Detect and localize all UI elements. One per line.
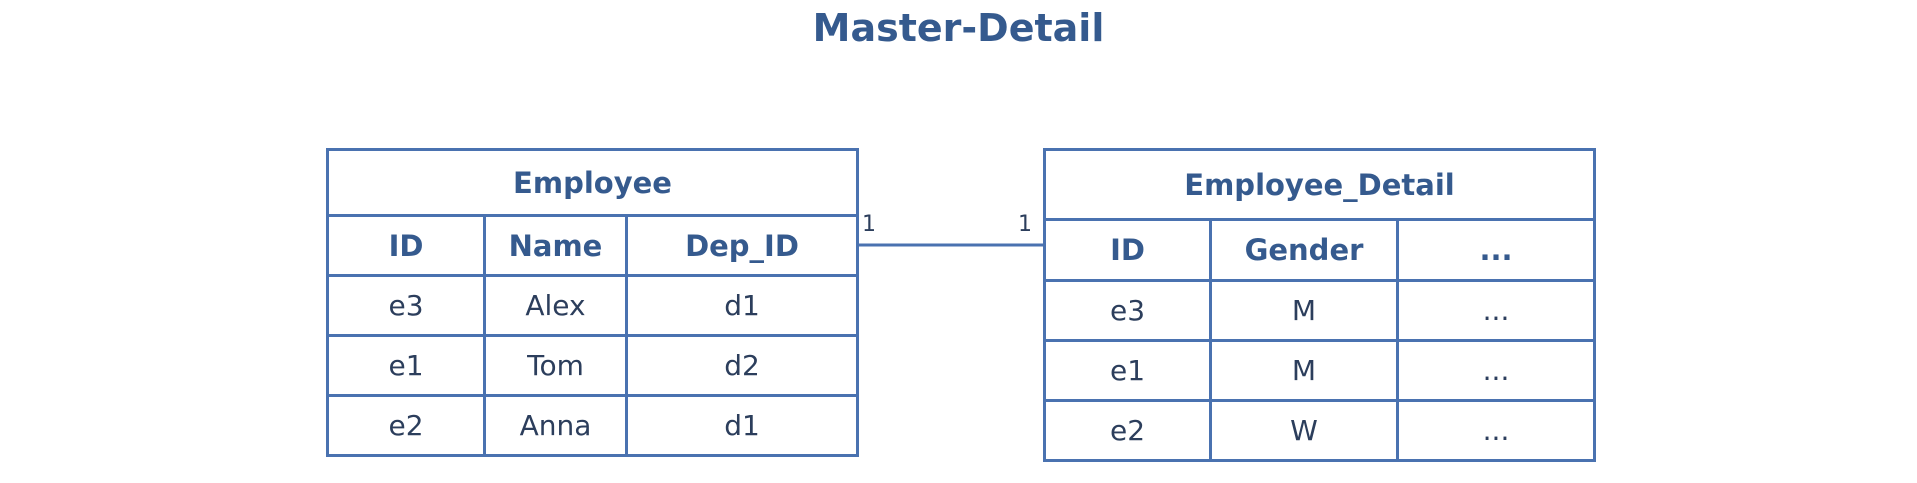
detail-cell: ... (1395, 399, 1597, 462)
master-row: e1 Tom d2 (326, 334, 859, 397)
master-col-id: ID (326, 214, 486, 277)
detail-cell: e3 (1043, 279, 1212, 342)
master-cell: d2 (625, 334, 859, 397)
detail-cell: ... (1395, 279, 1597, 342)
master-col-dep-id: Dep_ID (625, 214, 859, 277)
detail-table-name: Employee_Detail (1042, 148, 1597, 221)
detail-cell: e2 (1043, 399, 1212, 462)
detail-col-id: ID (1043, 218, 1212, 282)
master-cell: e2 (326, 394, 486, 457)
master-cell: e3 (326, 274, 486, 337)
master-cell: Anna (483, 394, 628, 457)
detail-cell: e1 (1043, 339, 1212, 402)
detail-col-gender: Gender (1209, 218, 1399, 282)
detail-row: e3 M ... (1043, 279, 1597, 342)
detail-col-more: ... (1395, 218, 1597, 282)
master-cell: Alex (483, 274, 628, 337)
detail-cell: M (1209, 339, 1399, 402)
left-cardinality: 1 (862, 212, 876, 237)
master-row: e2 Anna d1 (326, 394, 859, 457)
master-cell: d1 (625, 394, 859, 457)
master-col-name: Name (483, 214, 628, 277)
diagram-title: Master-Detail (812, 6, 1105, 50)
detail-row: e1 M ... (1043, 339, 1597, 402)
master-cell: e1 (326, 334, 486, 397)
master-row: e3 Alex d1 (326, 274, 859, 337)
detail-row: e2 W ... (1043, 399, 1597, 462)
master-table: Employee ID Name Dep_ID e3 Alex d1 e1 To… (326, 148, 859, 457)
detail-cell: ... (1395, 339, 1597, 402)
detail-table: Employee_Detail ID Gender ... e3 M ... e… (1042, 148, 1597, 462)
master-cell: d1 (625, 274, 859, 337)
right-cardinality: 1 (1018, 212, 1032, 237)
detail-cell: M (1209, 279, 1399, 342)
detail-cell: W (1209, 399, 1399, 462)
master-cell: Tom (483, 334, 628, 397)
master-table-name: Employee (326, 148, 859, 217)
